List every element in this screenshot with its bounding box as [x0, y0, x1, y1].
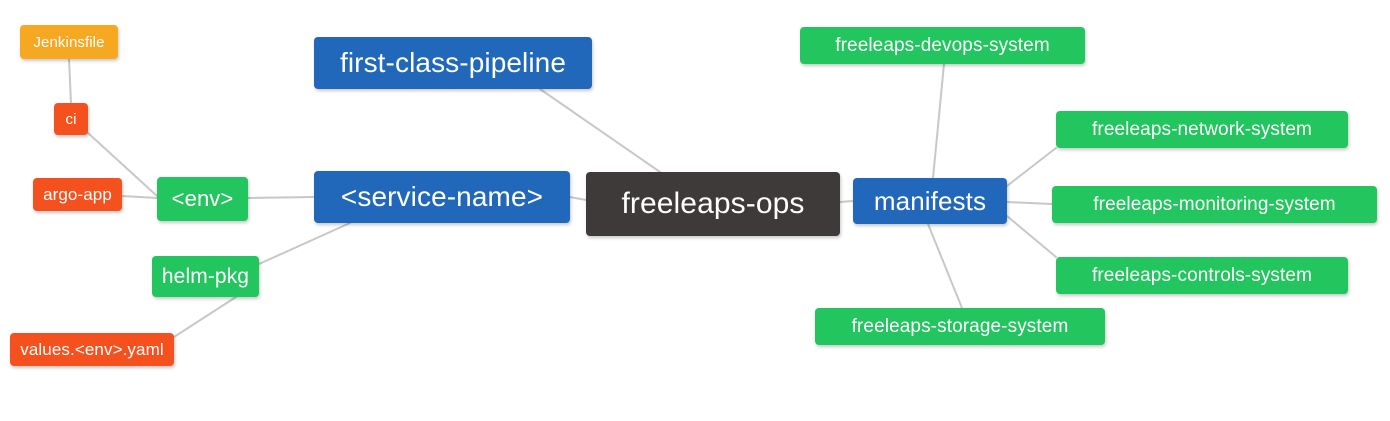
node-freeleaps-ops[interactable]: freeleaps-ops [586, 172, 840, 236]
node-argo-app[interactable]: argo-app [33, 178, 122, 211]
edge-jenkinsfile-to-ci [68, 58, 72, 104]
node-env[interactable]: <env> [157, 177, 248, 221]
edge-manifests-to-devops-system [932, 63, 945, 179]
edge-manifests-to-network-system [1006, 147, 1057, 187]
edge-values-yaml-to-helm-pkg [173, 296, 237, 338]
edge-first-class-to-freeleaps-ops [539, 88, 661, 173]
node-storage-system[interactable]: freeleaps-storage-system [815, 308, 1105, 345]
node-service-name[interactable]: <service-name> [314, 171, 570, 223]
edge-ci-to-env [87, 132, 158, 197]
node-controls-system[interactable]: freeleaps-controls-system [1056, 257, 1348, 294]
node-devops-system[interactable]: freeleaps-devops-system [800, 27, 1085, 64]
edge-freeleaps-ops-to-manifests [839, 200, 854, 203]
edge-manifests-to-storage-system [927, 223, 963, 309]
edge-manifests-to-monitoring-system [1006, 201, 1053, 205]
edge-argo-app-to-env [121, 195, 158, 199]
node-helm-pkg[interactable]: helm-pkg [152, 256, 259, 297]
node-values-yaml[interactable]: values.<env>.yaml [10, 333, 174, 366]
node-first-class[interactable]: first-class-pipeline [314, 37, 592, 89]
edge-service-name-to-freeleaps-ops [569, 196, 587, 201]
node-monitoring-system[interactable]: freeleaps-monitoring-system [1052, 186, 1377, 223]
node-network-system[interactable]: freeleaps-network-system [1056, 111, 1348, 148]
edge-env-to-service-name [247, 196, 315, 199]
node-manifests[interactable]: manifests [853, 178, 1007, 224]
edge-manifests-to-controls-system [1006, 215, 1057, 258]
node-ci[interactable]: ci [54, 103, 88, 135]
node-jenkinsfile[interactable]: Jenkinsfile [20, 25, 118, 59]
edge-helm-pkg-to-service-name [258, 222, 351, 265]
